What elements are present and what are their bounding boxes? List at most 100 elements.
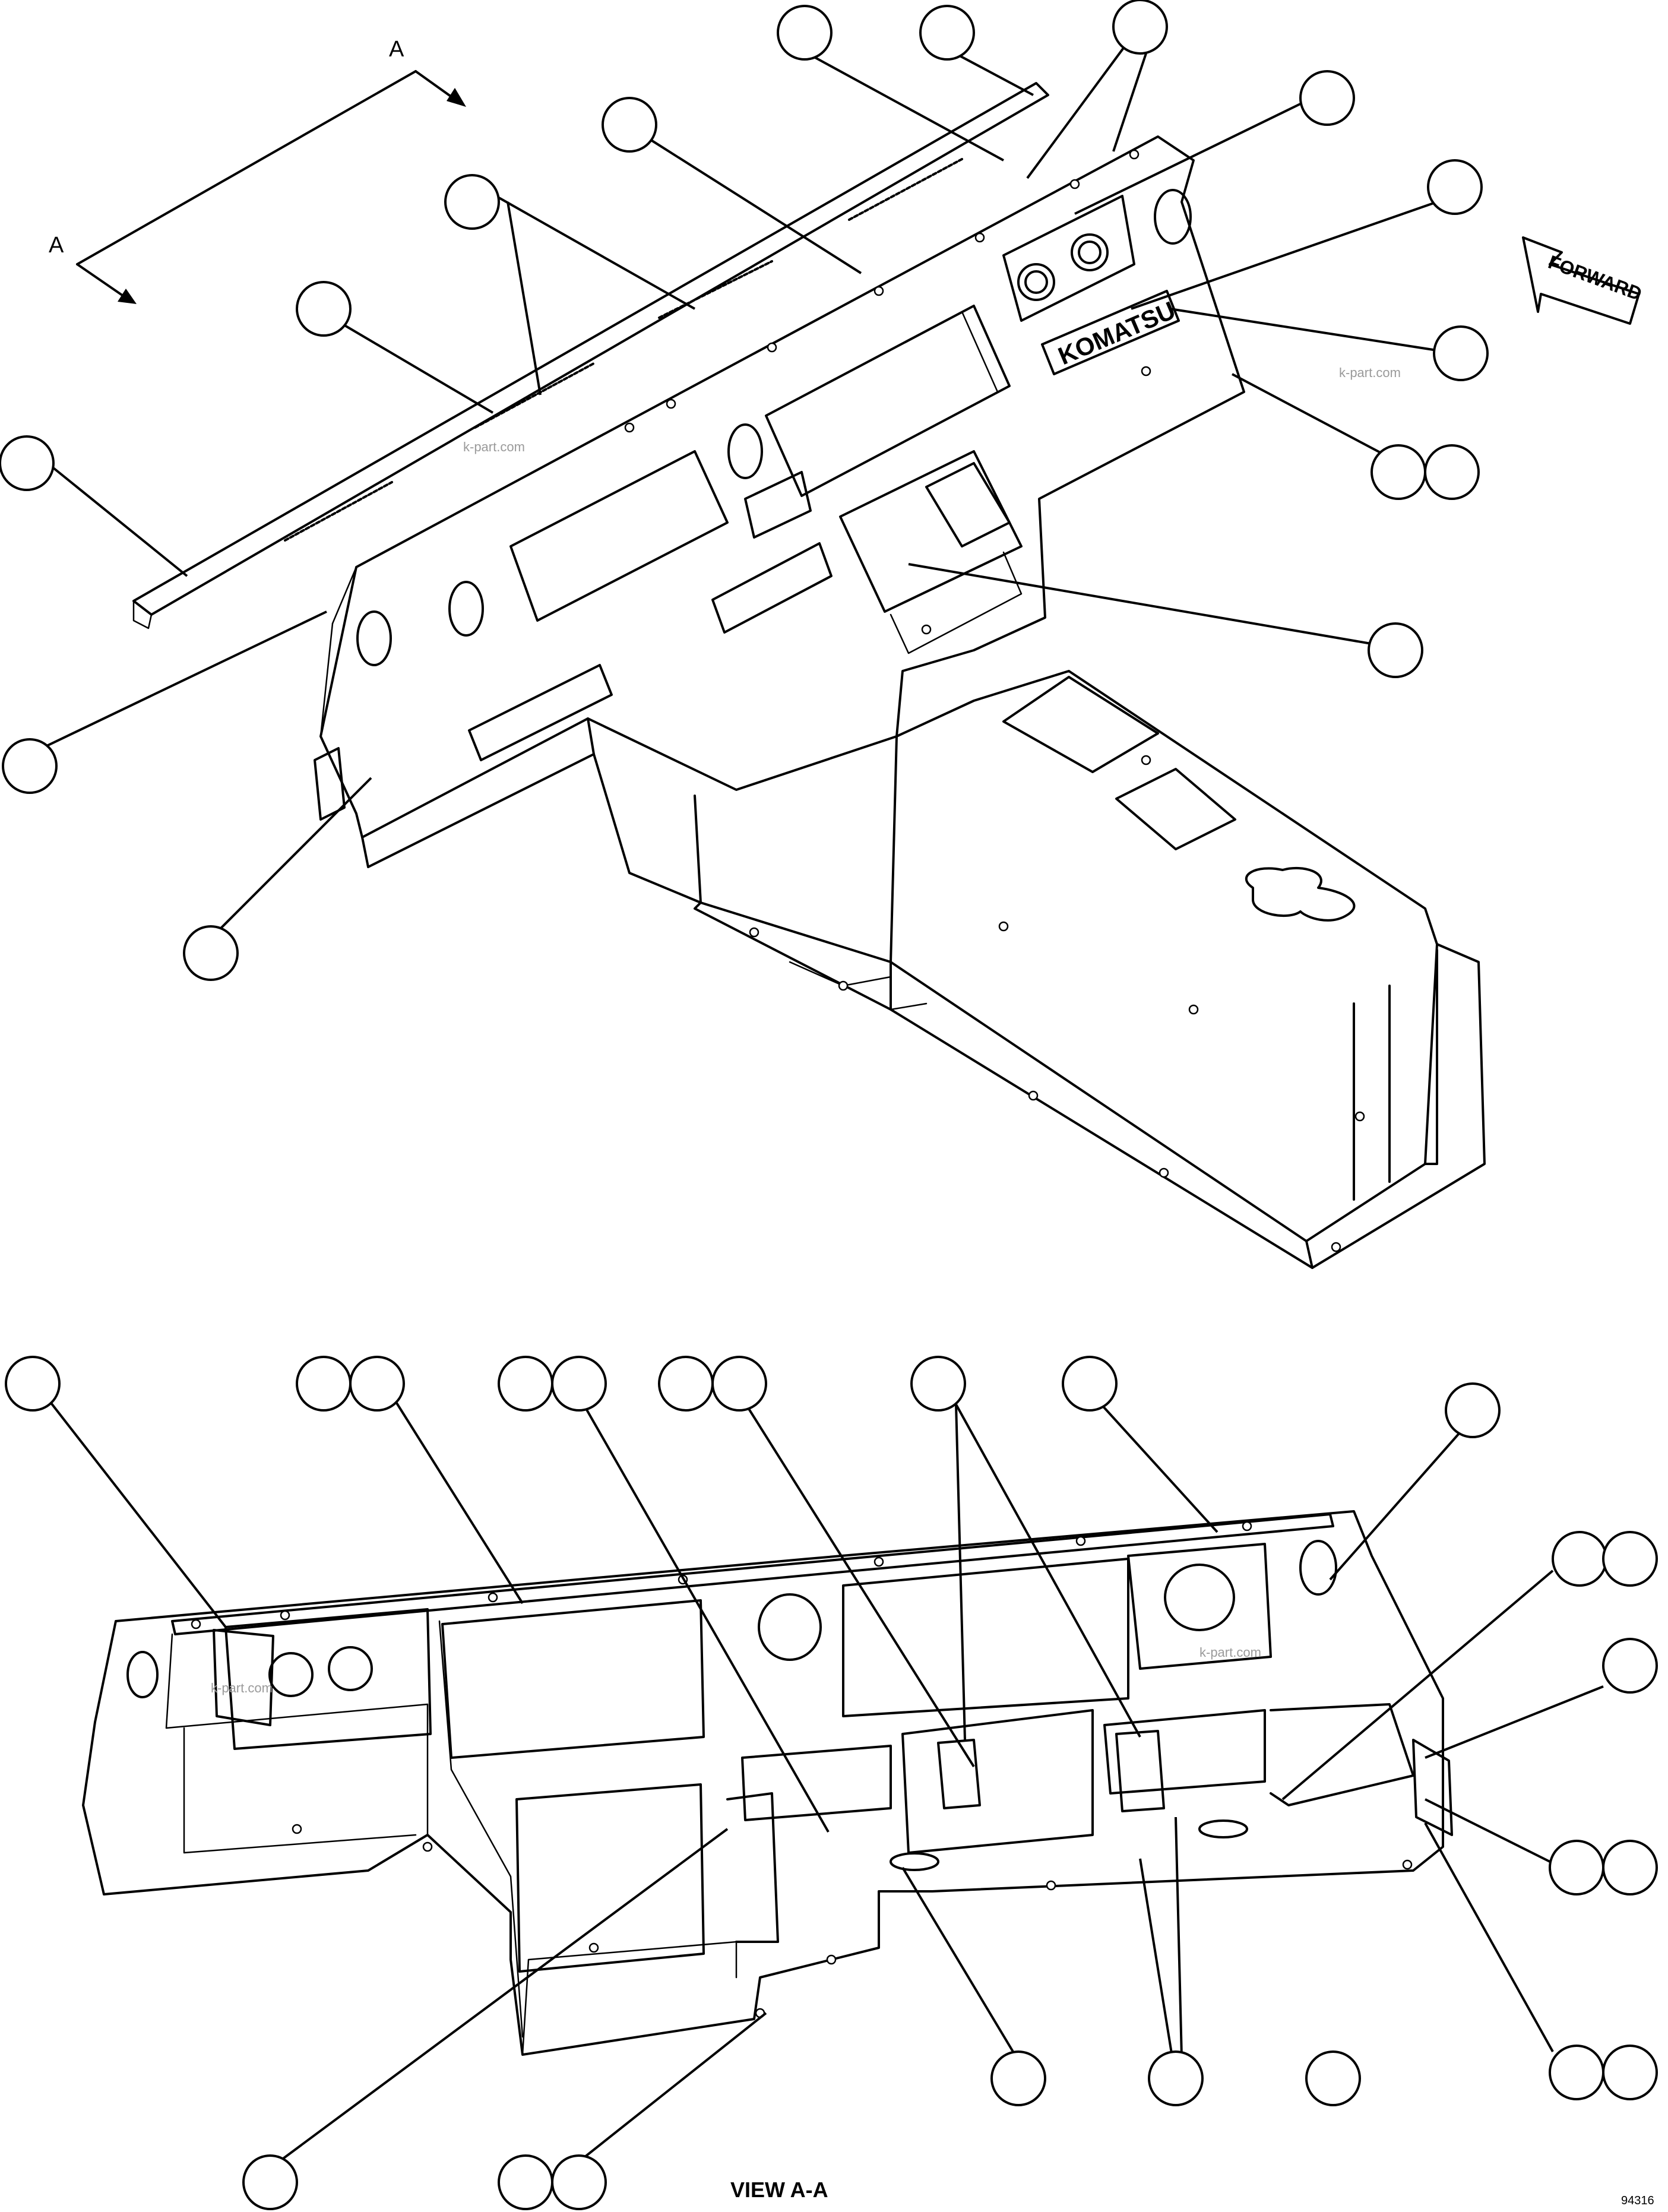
callout-bubble [1433,325,1489,381]
switch-panel-lower-mid [711,542,833,634]
round-opening [356,610,392,666]
callout-bubble [910,1356,966,1412]
view-title: VIEW A-A [730,2178,828,2202]
cup-holder [1245,866,1356,922]
callout-bubble [1445,1382,1501,1438]
round-opening [448,581,484,637]
callout-bubble [1602,1638,1658,1694]
section-arrow-a: A A [49,37,466,304]
rear-right-shelf [1270,1703,1414,1806]
switch-panel-lower-left [468,664,613,761]
callout-bubble [1427,159,1483,215]
callout-bubble [1112,0,1168,55]
callout-bubble [1368,622,1423,678]
callout-bubble [1062,1356,1118,1412]
callout-bubble [1602,2045,1658,2100]
rear-dash-outline [82,1510,1444,2056]
callout-bubble [658,1356,714,1412]
callout-bubble [1602,1840,1658,1895]
callout-bubble [2,738,58,794]
rear-mid-box [901,1709,1094,1854]
drawing-number: 94316 [1621,2194,1654,2207]
forward-arrow-indicator: FORWARD [1522,236,1645,325]
callout-bubble [551,2154,607,2210]
forward-label: FORWARD [1546,251,1645,305]
rocker-switch-cluster [1002,195,1135,322]
dash-lower-skirt [361,717,595,868]
callout-leaders-top [35,40,1438,936]
round-opening [758,1593,822,1661]
callout-bubble [498,1356,553,1412]
round-opening [1198,1819,1248,1838]
console-opening-2 [1115,768,1236,850]
section-label-top: A [389,37,404,62]
round-opening [1164,1564,1235,1631]
callout-bubble [990,2050,1046,2106]
callout-bubble [1602,1531,1658,1587]
gauge-panel-opening-left [509,450,729,622]
dash-panel-outline [319,135,1245,838]
bolt-markers [191,1521,1413,2018]
rear-top-rail [171,1513,1334,1635]
rear-switch-cluster [213,1608,432,1750]
callout-bubble [1424,444,1480,500]
callout-bubble [444,174,500,230]
callout-bubbles-top [0,0,1489,981]
brand-plate-text: KOMATSU [1054,296,1179,370]
arrowhead-icon [447,88,466,107]
rear-right-box [1103,1709,1266,1795]
callout-bubble [349,1356,405,1412]
console-body [593,735,898,963]
top-rail [132,82,1049,616]
komatsu-name-plate: KOMATSU [1041,290,1180,375]
console-extension [895,670,1486,1269]
mount-bracket [937,1739,981,1809]
rear-lower-panel [515,1783,705,1973]
callout-bubble [1552,1531,1607,1587]
callout-bubble [711,1356,767,1412]
mount-bracket [1115,1730,1165,1812]
callout-bubble [296,281,352,337]
monitor-mount-plate [839,450,1023,613]
watermark-text: k-part.com [1199,1645,1261,1660]
callout-bubble [919,5,975,61]
floor-plate [694,901,1313,1269]
callout-bubble [1371,444,1426,500]
vent-grilles [284,158,963,542]
callout-bubble [1148,2050,1204,2106]
callout-bubble [183,925,239,981]
round-opening [1299,1540,1337,1596]
arrowhead-icon [118,289,137,304]
grab-handle [726,1792,779,1943]
callout-bubble [1549,1840,1604,1895]
callout-bubble [1305,2050,1361,2106]
console-opening [1002,676,1159,773]
side-bracket [314,747,346,821]
callout-bubbles-bottom [5,1356,1658,2210]
rear-opening-right [1127,1543,1272,1670]
callout-leaders-bottom [46,1394,1604,2163]
callout-bubble [498,2154,553,2210]
callout-bubble [777,5,833,61]
round-opening [1154,189,1192,245]
callout-bubble [551,1356,607,1412]
callout-bubble [602,97,657,153]
rear-lower-box [741,1745,892,1821]
monitor-bracket [925,462,1011,548]
bolt-markers [624,149,1365,1252]
round-opening [727,423,763,479]
round-opening [890,1852,939,1871]
switch-panel-small [744,471,812,539]
watermark-text: k-part.com [463,439,525,454]
callout-bubble [242,2154,298,2210]
callout-bubble [296,1356,352,1412]
section-label-left: A [49,233,64,258]
callout-bubble [0,435,55,491]
round-opening [126,1651,159,1698]
callout-bubble [5,1356,61,1412]
callout-bubble [1299,70,1355,126]
top-rail-lip [132,600,153,629]
view-a-a-rear-dashboard: k-part.com k-part.com [82,1510,1453,2056]
watermark-text: k-part.com [211,1681,273,1695]
